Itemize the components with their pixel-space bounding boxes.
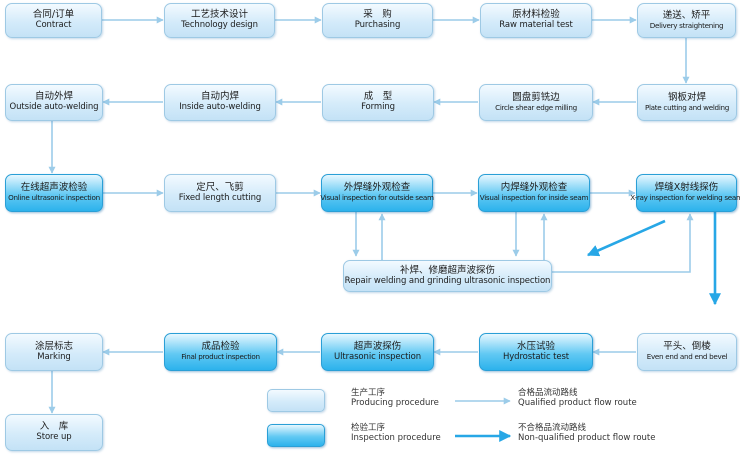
node-label-en: Plate cutting and welding	[644, 102, 730, 112]
node-label-zh: 补焊、修磨超声波探伤	[399, 264, 495, 276]
node-label-zh: 平头、倒棱	[663, 341, 711, 353]
node-label-zh: 钢板对焊	[667, 91, 706, 103]
node-ultrasonic-inspection: 超声波探伤 Ultrasonic inspection	[321, 333, 434, 371]
legend-label-en: Producing procedure	[351, 398, 439, 409]
node-label-zh: 定尺、飞剪	[196, 181, 244, 193]
node-xray-inspection: 焊缝X射线探伤 X-ray inspection for welding sea…	[630, 174, 740, 212]
node-label-en: Even end and end bevel	[646, 352, 728, 362]
legend-label-zh: 检验工序	[351, 423, 386, 433]
node-online-ultrasonic-inspection: 在线超声波检验 Online ultrasonic inspection	[5, 174, 103, 212]
node-label-zh: 外焊缝外观检查	[343, 182, 411, 194]
node-label-zh: 入 库	[39, 421, 69, 433]
node-contract: 合同/订单 Contract	[5, 3, 102, 38]
node-visual-inside-seam: 内焊缝外观检查 Visual inspection for inside sea…	[478, 174, 590, 212]
node-repair-welding: 补焊、修磨超声波探伤 Repair welding and grinding u…	[343, 260, 552, 292]
node-label-en: Hydrostatic test	[502, 351, 570, 362]
node-label-zh: 工艺技术设计	[190, 9, 248, 21]
node-label-zh: 采 购	[363, 9, 392, 21]
node-label-zh: 自动外焊	[34, 91, 73, 103]
node-label-zh: 涂层标志	[34, 340, 73, 352]
nonqualified-arrow	[586, 219, 666, 257]
node-label-en: Ultrasonic inspection	[333, 351, 422, 362]
node-label-en: Contract	[35, 20, 72, 31]
legend-label-en: Non-qualified product flow route	[518, 433, 656, 444]
node-circle-shear-edge-milling: 圆盘剪铣边 Circle shear edge milling	[479, 84, 593, 121]
node-raw-material-test: 原材料检验 Raw material test	[480, 3, 592, 38]
node-label-en: Inside auto-welding	[179, 102, 261, 113]
node-label-en: Online ultrasonic inspection	[8, 193, 100, 203]
node-label-en: Forming	[361, 102, 395, 113]
node-label-zh: 内焊缝外观检查	[500, 182, 568, 194]
legend-label-en: Inspection procedure	[351, 433, 441, 444]
legend-producing-label: 生产工序 Producing procedure	[351, 388, 439, 408]
node-label-zh: 焊缝X射线探伤	[654, 182, 719, 194]
legend-producing-swatch	[267, 389, 325, 412]
node-label-zh: 成 型	[363, 91, 393, 103]
node-label-en: Technology design	[181, 20, 258, 31]
node-forming: 成 型 Forming	[322, 84, 434, 121]
legend-label-zh: 合格品流动路线	[518, 388, 578, 398]
node-label-zh: 原材料检验	[512, 9, 560, 21]
node-label-en: Repair welding and grinding ultrasonic i…	[344, 275, 551, 286]
node-label-en: Final product inspection	[181, 352, 260, 362]
node-label-zh: 自动内焊	[200, 91, 239, 103]
node-label-en: Circle shear edge milling	[495, 102, 577, 112]
node-hydrostatic-test: 水压试验 Hydrostatic test	[479, 333, 593, 371]
node-label-en: Fixed length cutting	[178, 192, 262, 203]
node-label-en: Visual inspection for outside seam	[320, 193, 434, 203]
node-marking: 涂层标志 Marking	[5, 333, 103, 371]
node-label-en: Delivery straightening	[649, 20, 724, 30]
node-outside-auto-welding: 自动外焊 Outside auto-welding	[5, 84, 103, 121]
node-label-zh: 超声波探伤	[353, 340, 402, 352]
node-delivery-straightening: 递送、矫平 Delivery straightening	[637, 3, 736, 38]
legend-nonqualified-label: 不合格品流动路线 Non-qualified product flow rout…	[518, 423, 655, 443]
node-label-zh: 合同/订单	[32, 9, 75, 21]
node-label-zh: 递送、矫平	[662, 9, 711, 21]
node-label-zh: 圆盘剪铣边	[512, 91, 560, 103]
node-inside-auto-welding: 自动内焊 Inside auto-welding	[164, 84, 276, 121]
legend-inspection-label: 检验工序 Inspection procedure	[351, 423, 441, 443]
node-even-end-bevel: 平头、倒棱 Even end and end bevel	[637, 333, 737, 371]
node-final-product-inspection: 成品检验 Final product inspection	[164, 333, 277, 371]
node-label-en: Visual inspection for inside seam	[479, 193, 589, 203]
node-fixed-length-cutting: 定尺、飞剪 Fixed length cutting	[164, 174, 276, 212]
node-label-zh: 在线超声波检验	[20, 182, 88, 194]
node-label-en: Purchasing	[354, 20, 401, 31]
node-label-en: Outside auto-welding	[9, 102, 99, 113]
legend-label-en: Qualified product flow route	[518, 398, 637, 409]
flow-arrow	[552, 213, 694, 273]
node-label-en: Raw material test	[499, 20, 573, 31]
legend-inspection-swatch	[267, 424, 325, 447]
node-label-zh: 成品检验	[201, 341, 240, 353]
node-label-en: X-ray inspection for welding seam	[630, 193, 740, 203]
node-label-en: Store up	[36, 432, 72, 443]
node-purchasing: 采 购 Purchasing	[322, 3, 433, 38]
node-technology-design: 工艺技术设计 Technology design	[164, 3, 275, 38]
legend-label-zh: 不合格品流动路线	[518, 423, 587, 433]
node-label-en: Marking	[37, 351, 71, 362]
node-store-up: 入 库 Store up	[5, 414, 103, 451]
legend-label-zh: 生产工序	[351, 388, 386, 398]
node-visual-outside-seam: 外焊缝外观检查 Visual inspection for outside se…	[320, 174, 434, 212]
legend-qualified-label: 合格品流动路线 Qualified product flow route	[518, 388, 637, 408]
node-label-zh: 水压试验	[516, 340, 555, 352]
node-plate-cutting-welding: 钢板对焊 Plate cutting and welding	[637, 84, 737, 121]
